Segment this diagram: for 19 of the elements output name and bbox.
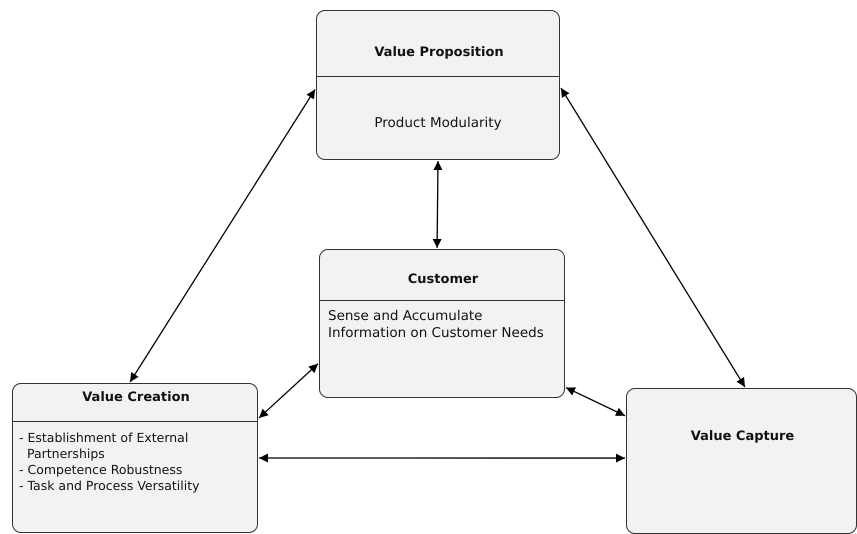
double-arrow [560, 88, 746, 388]
list-item: - Competence Robustness [19, 462, 184, 478]
box-heading: Value Capture [690, 429, 796, 444]
box-heading: Value Creation [81, 390, 191, 405]
double-arrow [130, 89, 316, 382]
list-item: - Establishment of External Partnerships [19, 430, 190, 462]
rounded-box [12, 383, 258, 533]
box-text: Sense and Accumulate Information on Customer Needs [328, 308, 545, 342]
rounded-box [626, 388, 857, 534]
box-heading: Value Proposition [373, 45, 505, 60]
double-arrow [432, 161, 442, 248]
list-item: - Task and Process Versatility [19, 478, 201, 494]
box-text: Product Modularity [373, 115, 503, 132]
double-arrow [258, 363, 318, 418]
double-arrow [259, 454, 625, 463]
rounded-box [316, 10, 560, 160]
rounded-box [319, 249, 565, 398]
box-heading: Customer [406, 272, 480, 287]
double-arrow [566, 386, 626, 416]
